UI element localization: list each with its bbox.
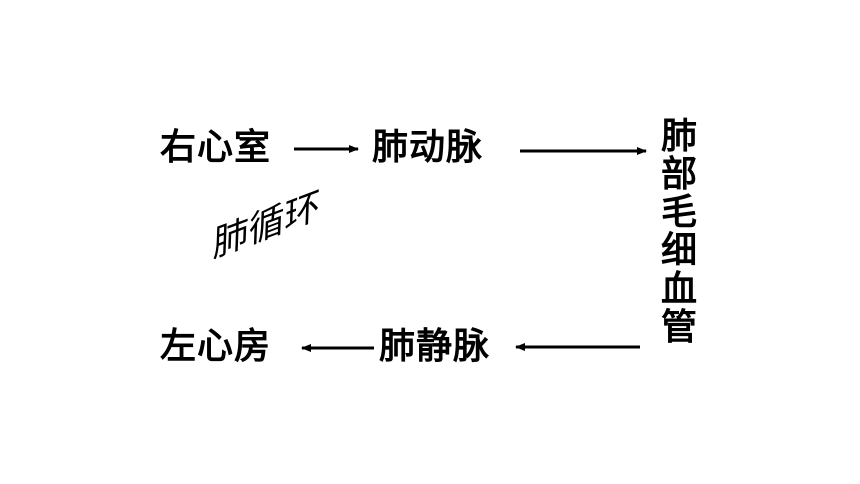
node-pulmonary-vein: 肺静脉 xyxy=(379,326,491,367)
node-pulmonary-artery: 肺动脉 xyxy=(372,127,484,168)
node-pulmonary-capillaries: 肺部毛细血管 xyxy=(660,116,697,348)
node-left-atrium: 左心房 xyxy=(160,326,272,367)
node-right-ventricle: 右心室 xyxy=(160,127,272,168)
